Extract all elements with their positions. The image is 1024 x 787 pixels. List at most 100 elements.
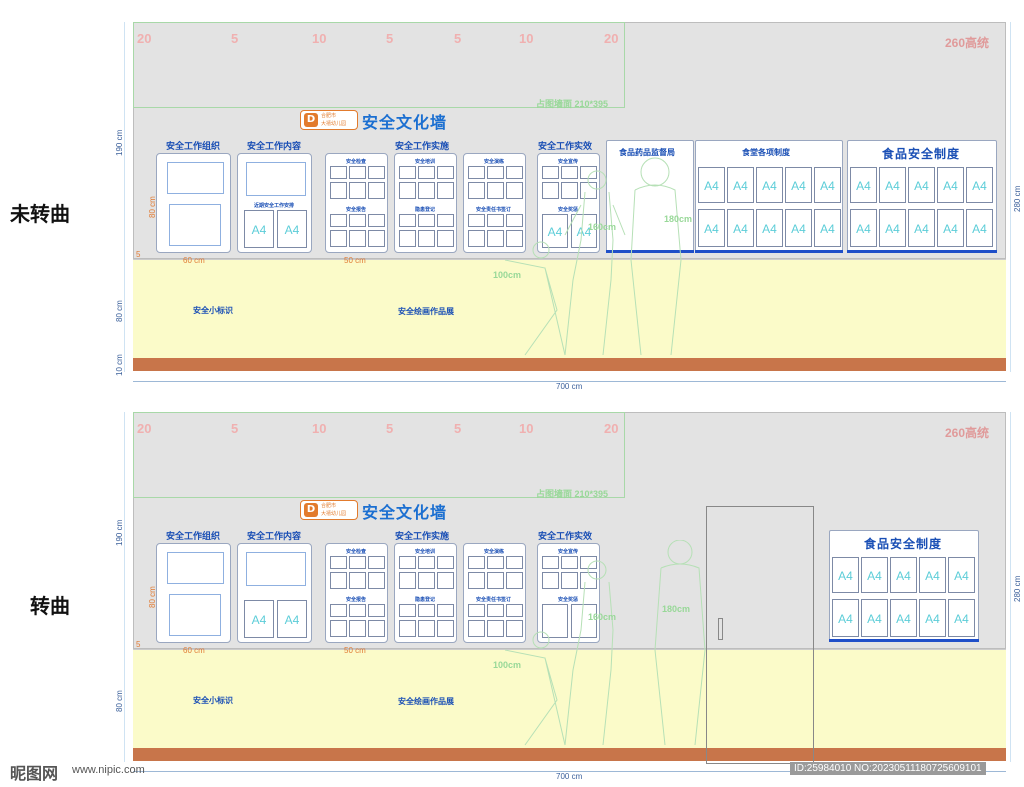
photo-slot	[418, 572, 435, 589]
occupied-area	[133, 412, 625, 498]
week-plan-label: 近期安全工作安排	[254, 203, 295, 209]
a4-slot: A4	[277, 210, 307, 248]
height-tag: 260高统	[945, 426, 990, 440]
photo-slot	[468, 214, 485, 227]
a4-slot: A4	[879, 209, 906, 247]
photo-slot	[542, 572, 559, 589]
logo-d-icon: D	[304, 503, 318, 517]
content-chart	[246, 552, 306, 586]
board-food-safety: 食品安全制度 A4 A4 A4 A4 A4 A4 A4 A4 A4 A4	[829, 530, 979, 642]
photo-slot	[368, 572, 385, 589]
photo-slot	[330, 182, 347, 199]
dim-80b: 80 cm	[115, 300, 124, 322]
a4-slot: A4	[937, 209, 964, 247]
board-title-content: 安全工作内容	[247, 142, 302, 152]
safety-sign-label: 安全小标识	[193, 696, 233, 705]
canteen-title: 食堂各项制度	[742, 148, 790, 157]
reward-label: 安全奖惩	[558, 597, 579, 603]
photo-slot	[542, 166, 559, 179]
kindergarten-logo: D 合肥市大禧幼儿园	[300, 500, 358, 520]
photo-slot	[468, 556, 485, 569]
photo-slot	[506, 604, 523, 617]
board-content: 近期安全工作安排 A4 A4	[237, 153, 312, 253]
person-height-160: 160cm	[588, 612, 617, 622]
top-number: 5	[386, 31, 394, 46]
photo-slot	[349, 182, 366, 199]
top-number: 20	[604, 31, 619, 46]
photo-slot	[368, 604, 385, 617]
canteen-base	[695, 250, 843, 253]
photo-slot	[349, 604, 366, 617]
a4-slot: A4	[948, 557, 975, 593]
board-effect: 安全宣传 安全奖惩 A4 A4	[537, 153, 600, 253]
a4-slot: A4	[785, 167, 812, 203]
training-label: 安全培训	[415, 549, 436, 555]
drug-base	[606, 250, 694, 253]
org-chart-lower	[169, 594, 221, 636]
a4-slot: A4	[966, 209, 993, 247]
photo-slot	[399, 166, 416, 179]
board-drill: 安全演练 安全责任书签订	[463, 543, 526, 643]
photo-slot	[437, 182, 454, 199]
top-number: 10	[519, 421, 534, 436]
dim-80: 80 cm	[148, 586, 157, 608]
photo-slot	[418, 214, 435, 227]
photo-slot	[330, 214, 347, 227]
photo-slot	[437, 556, 454, 569]
dim-700: 700 cm	[556, 382, 583, 391]
door-handle[interactable]	[718, 618, 723, 640]
a4-slot: A4	[908, 167, 935, 203]
top-number: 20	[137, 421, 152, 436]
photo-slot	[399, 604, 416, 617]
a4-slot: A4	[698, 167, 725, 203]
photo-slot	[487, 556, 504, 569]
drill-label: 安全演练	[484, 549, 505, 555]
dim-700: 700 cm	[556, 772, 583, 781]
a4-slot: A4	[948, 599, 975, 637]
photo-slot	[561, 182, 578, 199]
top-number: 20	[137, 31, 152, 46]
dim-5: 5	[136, 640, 141, 649]
board-drill: 安全演练 安全责任书签订	[463, 153, 526, 253]
photo-slot	[487, 572, 504, 589]
guide-line	[124, 22, 125, 372]
photo-slot	[437, 620, 454, 637]
photo-slot	[506, 166, 523, 179]
photo-slot	[349, 556, 366, 569]
a4-slot: A4	[861, 557, 888, 593]
photo-slot	[399, 556, 416, 569]
door[interactable]	[706, 506, 814, 764]
photo-slot	[418, 182, 435, 199]
board-org	[156, 153, 231, 253]
photo-slot	[561, 556, 578, 569]
photo-slot	[399, 230, 416, 247]
photo-slot	[506, 572, 523, 589]
food-safety-title: 食品安全制度	[864, 537, 943, 551]
guide-line	[124, 412, 125, 762]
top-number: 5	[454, 31, 462, 46]
dim-280: 280 cm	[1013, 575, 1022, 602]
watermark-url: www.nipic.com	[72, 764, 145, 776]
photo-slot	[437, 166, 454, 179]
dim-5: 5	[136, 250, 141, 259]
top-number: 5	[231, 421, 239, 436]
safety-art-label: 安全绘画作品展	[398, 697, 454, 706]
reward-label: 安全奖惩	[558, 207, 579, 213]
photo-slot	[330, 604, 347, 617]
photo-slot	[330, 166, 347, 179]
photo-slot	[437, 604, 454, 617]
watermark-id: ID:25984010 NO:20230511180725609101	[790, 762, 986, 775]
drill-label: 安全演练	[484, 159, 505, 165]
photo-slot	[468, 166, 485, 179]
org-chart-lower	[169, 204, 221, 246]
a4-slot: A4	[727, 167, 754, 203]
board-title-org: 安全工作组织	[166, 142, 221, 152]
logo-text: 合肥市大禧幼儿园	[321, 113, 347, 127]
photo-slot	[437, 214, 454, 227]
top-number: 5	[386, 421, 394, 436]
photo-slot	[399, 620, 416, 637]
photo-slot	[487, 182, 504, 199]
photo-slot	[330, 572, 347, 589]
top-number: 10	[312, 421, 327, 436]
photo-slot	[542, 604, 568, 638]
